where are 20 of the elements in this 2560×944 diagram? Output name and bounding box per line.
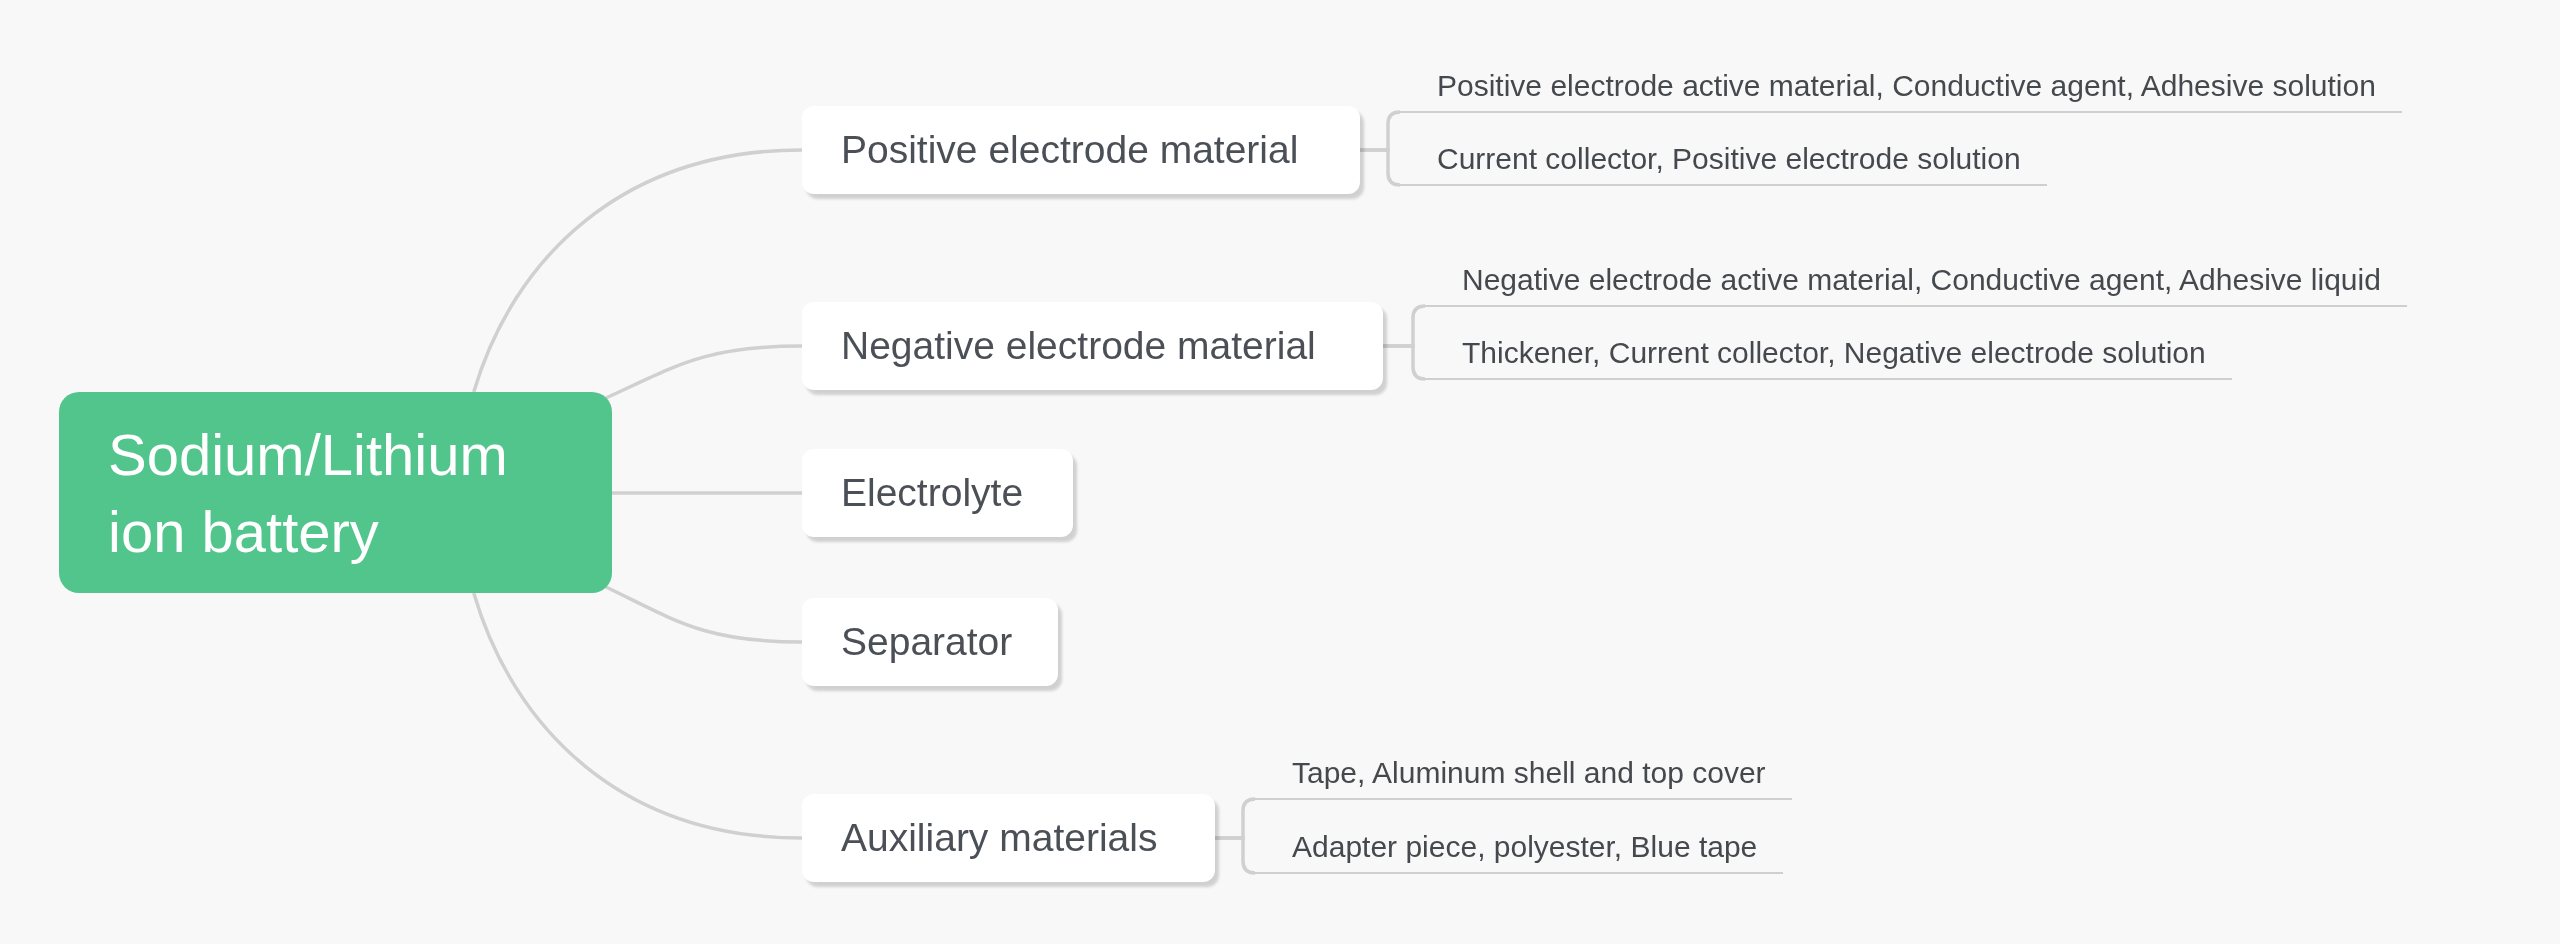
subtopic-label: Current collector, Positive electrode solution	[1400, 138, 2047, 186]
central-topic: Sodium/Lithium ion battery	[59, 392, 612, 593]
connector-line	[1383, 344, 1426, 381]
connector-line	[1360, 148, 1401, 187]
main-topic: Electrolyte	[802, 449, 1073, 537]
subtopic-label: Positive electrode active material, Conductive agent, Adhesive solution	[1400, 65, 2402, 113]
subtopic-label: Thickener, Current collector, Negative electrode solution	[1425, 332, 2232, 380]
connector-line	[605, 344, 803, 400]
subtopic-label: Adapter piece, polyester, Blue tape	[1255, 826, 1784, 874]
subtopic-label: Negative electrode active material, Conductive agent, Adhesive liquid	[1425, 259, 2407, 307]
main-topic: Negative electrode material	[802, 302, 1383, 390]
main-topic: Separator	[802, 598, 1058, 686]
connector-line	[605, 585, 803, 644]
connector-line	[612, 491, 802, 495]
connector-line	[1215, 836, 1256, 875]
connector-line	[472, 148, 803, 393]
main-topic: Positive electrode material	[802, 106, 1360, 194]
connector-line	[472, 592, 803, 840]
subtopic-label: Tape, Aluminum shell and top cover	[1255, 752, 1792, 800]
main-topic: Auxiliary materials	[802, 794, 1215, 882]
